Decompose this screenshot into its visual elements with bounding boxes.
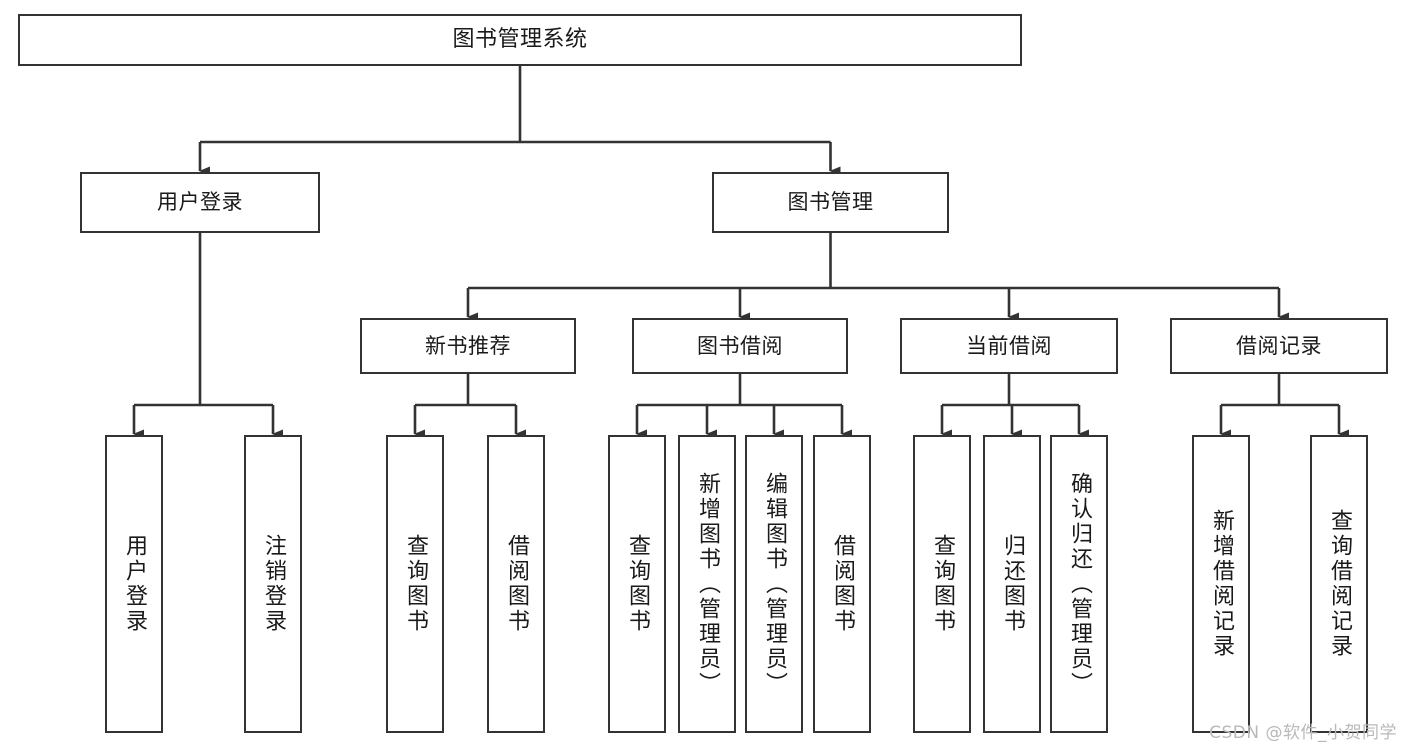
node-l-addrec[interactable]: 新增借阅记录 [1192, 435, 1250, 733]
node-l-confirm[interactable]: 确认归还（管理员） [1050, 435, 1108, 733]
node-label: 新书推荐 [425, 333, 511, 358]
watermark-label: CSDN @软件_小贺同学 [1209, 723, 1397, 743]
node-label: 查询图书 [929, 534, 955, 634]
node-label: 注销登录 [260, 534, 286, 634]
node-label: 图书管理 [787, 190, 874, 215]
node-l-query1[interactable]: 查询图书 [386, 435, 444, 733]
node-label: 用户登录 [157, 190, 243, 215]
node-newbook[interactable]: 新书推荐 [360, 318, 576, 374]
node-label: 确认归还（管理员） [1066, 471, 1092, 697]
node-bookmgmt[interactable]: 图书管理 [712, 172, 949, 233]
node-label: 当前借阅 [966, 333, 1052, 358]
node-label: 查询借阅记录 [1326, 509, 1352, 659]
node-label: 归还图书 [999, 534, 1025, 634]
node-label: 新增图书（管理员） [694, 471, 720, 697]
node-l-logout[interactable]: 注销登录 [244, 435, 302, 733]
node-label: 查询图书 [402, 534, 428, 634]
node-l-borrow1[interactable]: 借阅图书 [487, 435, 545, 733]
node-l-queryrec[interactable]: 查询借阅记录 [1310, 435, 1368, 733]
node-label: 借阅图书 [503, 534, 529, 634]
node-label: 用户登录 [121, 534, 147, 634]
node-label: 借阅记录 [1236, 333, 1322, 358]
node-l-borrow2[interactable]: 借阅图书 [813, 435, 871, 733]
node-label: 新增借阅记录 [1208, 509, 1234, 659]
node-label: 图书借阅 [697, 333, 783, 358]
node-l-add[interactable]: 新增图书（管理员） [678, 435, 736, 733]
node-l-edit[interactable]: 编辑图书（管理员） [745, 435, 803, 733]
node-l-query2[interactable]: 查询图书 [608, 435, 666, 733]
node-l-login[interactable]: 用户登录 [105, 435, 163, 733]
node-label: 图书管理系统 [452, 27, 588, 53]
node-login[interactable]: 用户登录 [80, 172, 320, 233]
node-label: 借阅图书 [829, 534, 855, 634]
node-records[interactable]: 借阅记录 [1170, 318, 1388, 374]
node-l-return[interactable]: 归还图书 [983, 435, 1041, 733]
node-l-query3[interactable]: 查询图书 [913, 435, 971, 733]
node-current[interactable]: 当前借阅 [900, 318, 1118, 374]
node-borrow[interactable]: 图书借阅 [632, 318, 848, 374]
node-label: 查询图书 [624, 534, 650, 634]
node-root[interactable]: 图书管理系统 [18, 14, 1022, 66]
node-label: 编辑图书（管理员） [761, 471, 787, 697]
